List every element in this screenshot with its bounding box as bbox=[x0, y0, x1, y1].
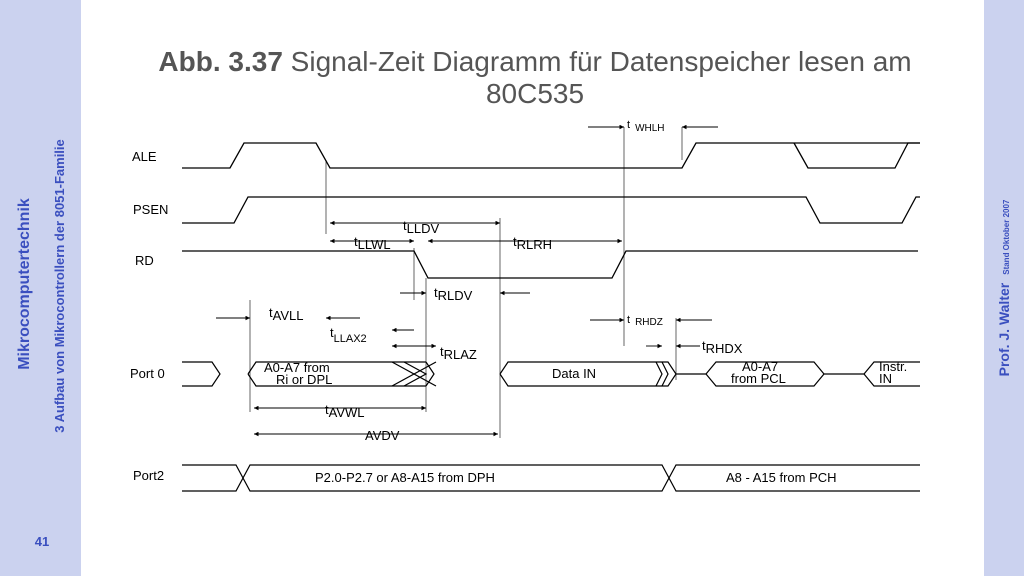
timing-label-rlrh: tRLRH bbox=[513, 234, 552, 252]
port0-pcl-line2: from PCL bbox=[731, 371, 786, 386]
figure-caption: Signal-Zeit Diagramm für Datenspeicher l… bbox=[290, 46, 912, 109]
ale-waveform bbox=[182, 142, 920, 169]
port0-addr-line2: Ri or DPL bbox=[276, 372, 332, 387]
timing-arrows bbox=[216, 124, 718, 437]
port2-dph: P2.0-P2.7 or A8-A15 from DPH bbox=[315, 470, 495, 485]
timing-label-avll: tAVLL bbox=[269, 305, 303, 323]
left-sidebar bbox=[0, 0, 81, 576]
signal-label-rd: RD bbox=[135, 253, 154, 268]
timing-label-avwl: tAVWL bbox=[325, 402, 365, 420]
ale-second-fall bbox=[793, 142, 920, 169]
timing-label-avdv: AVDV bbox=[365, 428, 400, 443]
timing-label-llwl: tLLWL bbox=[354, 234, 391, 252]
signal-label-port0: Port 0 bbox=[130, 366, 165, 381]
reference-lines bbox=[249, 127, 683, 438]
timing-label-lldv: tLLDV bbox=[403, 218, 439, 236]
port0-instr-line1: Instr. bbox=[879, 359, 907, 374]
timing-label-rhdx: tRHDX bbox=[702, 338, 743, 356]
figure-label: Abb. 3.37 bbox=[158, 46, 283, 77]
right-sidebar bbox=[984, 0, 1024, 576]
port0-data-in: Data IN bbox=[552, 366, 596, 381]
page-number: 41 bbox=[34, 534, 50, 549]
figure-title: Abb. 3.37 Signal-Zeit Diagramm für Daten… bbox=[130, 46, 940, 110]
port0-pcl-line1: A0-A7 bbox=[742, 359, 778, 374]
timing-label-llax2: tLLAX2 bbox=[330, 325, 367, 345]
signal-label-psen: PSEN bbox=[133, 202, 168, 217]
port0-instr-line2: IN bbox=[879, 371, 892, 386]
port2-bus bbox=[182, 464, 920, 492]
port2-pch: A8 - A15 from PCH bbox=[726, 470, 837, 485]
psen-waveform bbox=[182, 196, 920, 224]
signal-label-port2: Port2 bbox=[133, 468, 164, 483]
timing-label-rldv: tRLDV bbox=[434, 285, 473, 303]
signal-label-ale: ALE bbox=[132, 149, 157, 164]
rd-waveform bbox=[182, 250, 918, 279]
timing-label-rlaz: tRLAZ bbox=[440, 344, 477, 362]
port0-addr-line1: A0-A7 from bbox=[264, 360, 330, 375]
